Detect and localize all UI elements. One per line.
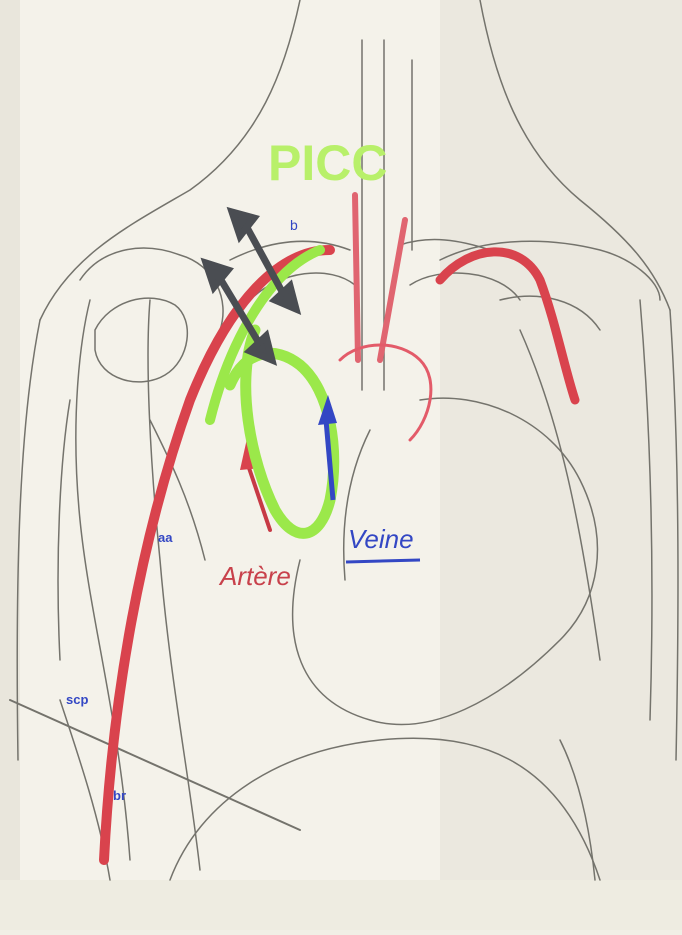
small-b-label: b	[290, 217, 298, 233]
paper-bottom-strip	[0, 880, 682, 930]
paper-left-edge	[0, 0, 20, 930]
small-br-label: br	[113, 788, 126, 803]
veine-underline	[346, 560, 420, 562]
paper-fold-shadow	[440, 0, 682, 880]
left-carotid-red	[355, 195, 358, 360]
small-scp-label: scp	[66, 692, 88, 707]
small-aa-label: aa	[158, 530, 173, 545]
pics-label: PICC	[268, 135, 387, 191]
artere-label: Artère	[218, 561, 291, 591]
veine-label: Veine	[348, 524, 414, 554]
